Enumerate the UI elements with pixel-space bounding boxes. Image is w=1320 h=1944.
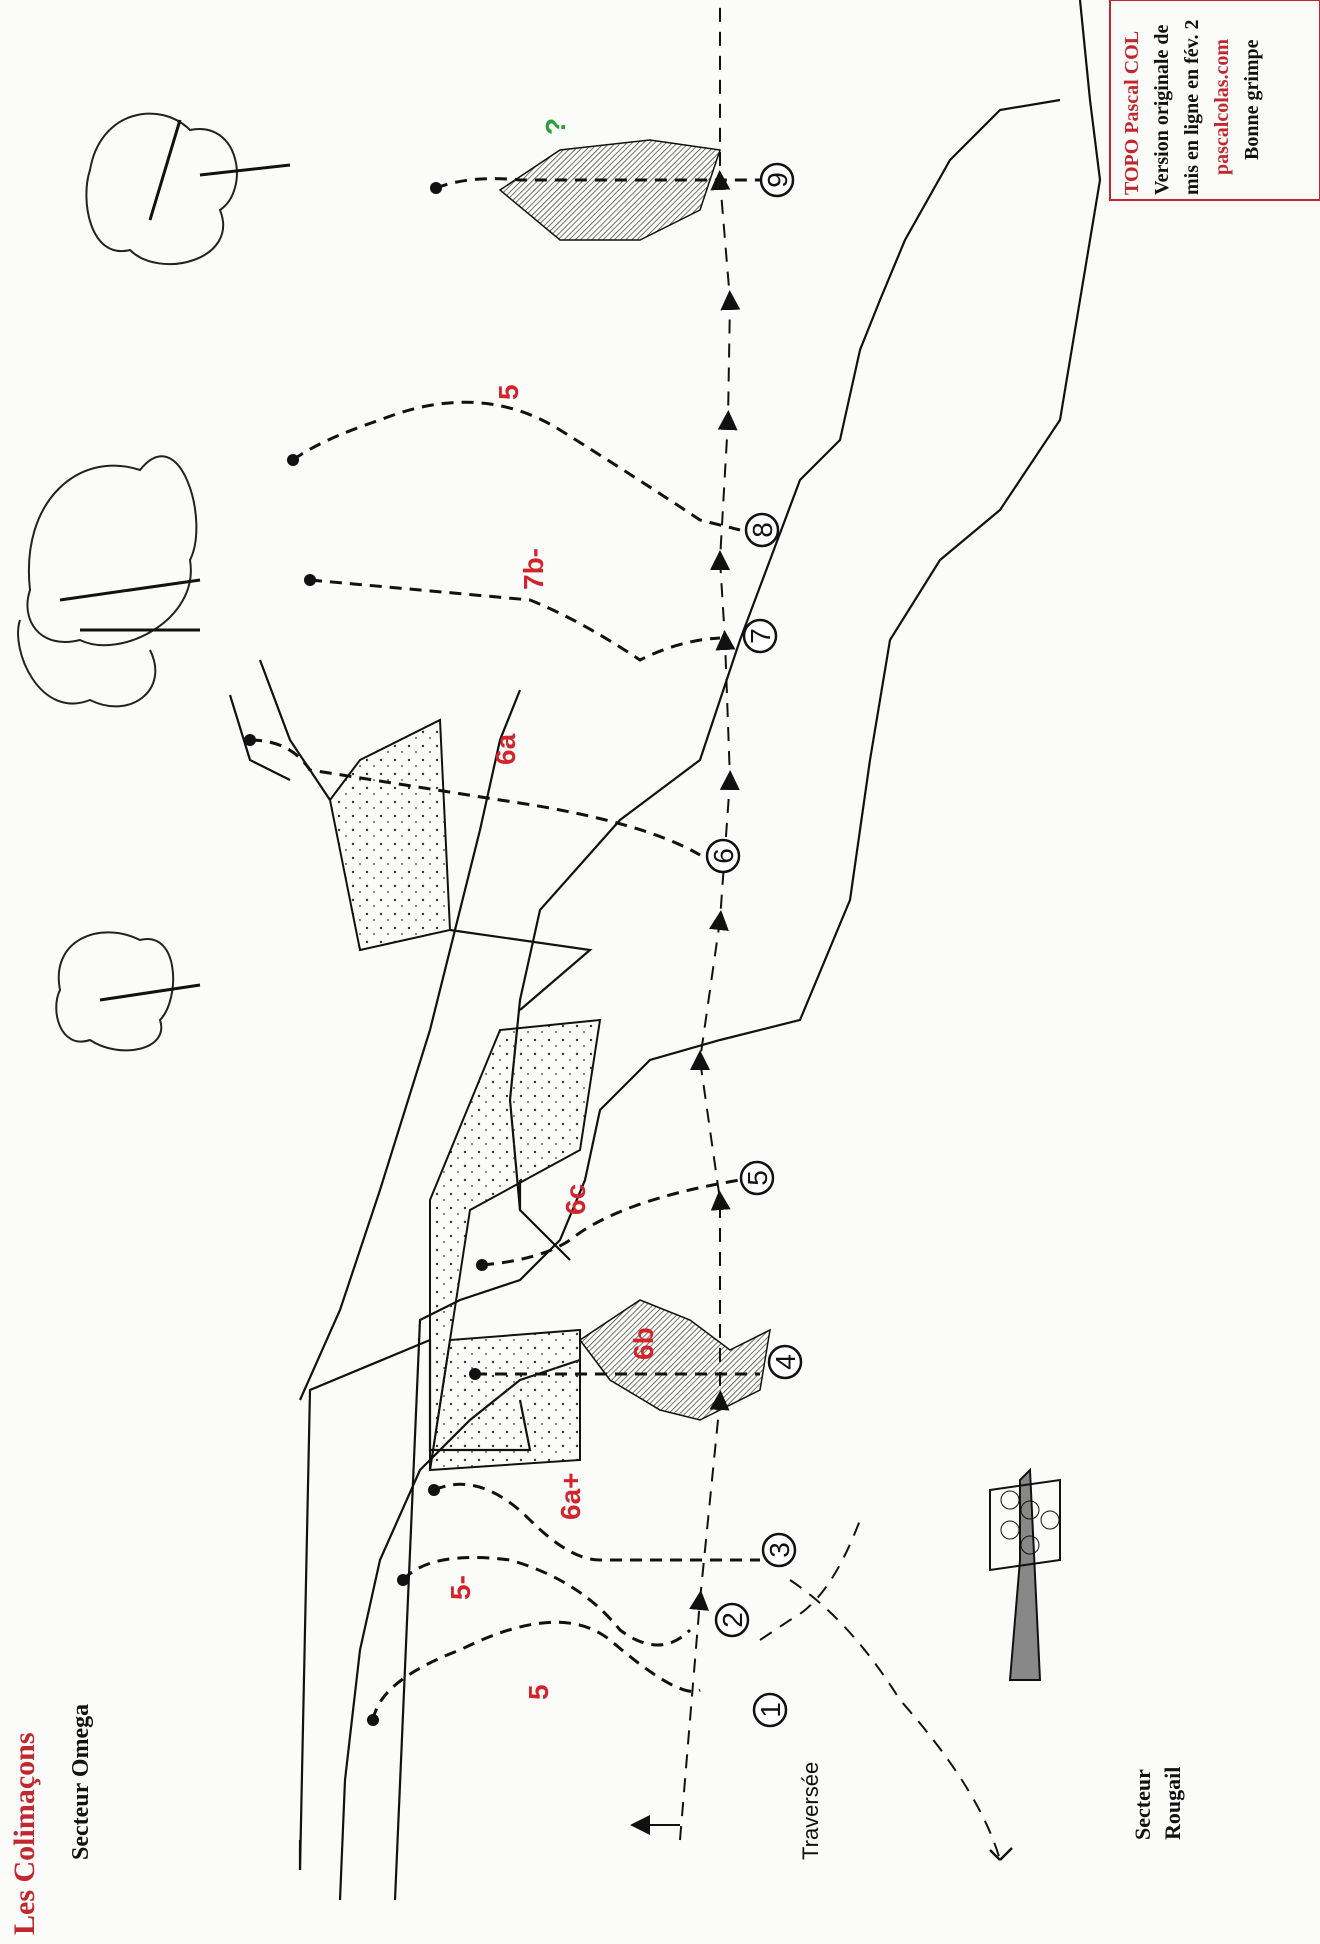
route-3-grade: 6a+ [555, 1473, 586, 1521]
rougail-arrow-icon [990, 1848, 1012, 1860]
credit-line-4: pascalcolas.com [1211, 39, 1233, 175]
route-9-number: 9 [762, 172, 793, 188]
route-1-grade: 5 [523, 1684, 554, 1700]
credit-line-2: Version originale de [1151, 25, 1173, 195]
route-4-number: 4 [770, 1354, 801, 1370]
route-8-anchor [287, 454, 299, 466]
route-6-anchor [244, 734, 256, 746]
route-8-grade: 5 [493, 384, 524, 400]
route-7-anchor [304, 574, 316, 586]
route-9-anchor [430, 182, 442, 194]
credit-line-5: Bonne grimpe [1241, 39, 1263, 160]
route-numbers: 1 2 3 4 5 6 7 8 9 [707, 164, 801, 1726]
route-2-line [403, 1558, 690, 1646]
rock-face [300, 0, 1100, 1900]
route-7-number: 7 [745, 628, 776, 644]
route-6-number: 6 [708, 848, 739, 864]
secteur-rougail-label-2: Rougail [1160, 1767, 1185, 1840]
tree-icons [18, 114, 290, 1051]
route-lines [244, 179, 760, 1726]
traverse-path [680, 0, 730, 1840]
topo-subtitle: Secteur Omega [68, 1704, 94, 1860]
route-3-number: 3 [764, 1542, 795, 1558]
credit-box: TOPO Pascal COL Version originale de mis… [1110, 0, 1320, 200]
stone-wall [990, 1470, 1060, 1680]
tree-icon [86, 114, 290, 264]
route-5-anchor [476, 1259, 488, 1271]
route-8-line [293, 402, 740, 530]
route-1-number: 1 [755, 1702, 786, 1718]
route-3-anchor [428, 1484, 440, 1496]
credit-line-3: mis en ligne en fév. 2 [1181, 19, 1203, 195]
route-8-number: 8 [747, 522, 778, 538]
route-6-grade: 6a [490, 733, 521, 765]
route-7-line [310, 580, 720, 660]
route-4-anchor [469, 1368, 481, 1380]
route-5-number: 5 [742, 1170, 773, 1186]
traverse-label: Traversée [798, 1762, 823, 1860]
tree-icon [56, 932, 200, 1050]
route-4-grade: 6b [628, 1327, 659, 1360]
route-6-line [250, 740, 700, 855]
route-2-grade: 5- [445, 1575, 476, 1600]
route-1-line [373, 1622, 700, 1720]
route-2-anchor [397, 1574, 409, 1586]
route-2-number: 2 [717, 1612, 748, 1628]
route-5-grade: 6c [560, 1184, 591, 1215]
secteur-rougail-label-1: Secteur [1130, 1769, 1155, 1840]
topo-title: Les Colimaçons [8, 1733, 41, 1936]
route-7-grade: 7b- [518, 548, 549, 590]
credit-line-1: TOPO Pascal COL [1121, 31, 1143, 195]
hatched-bulge-9 [500, 140, 720, 240]
route-1-anchor [367, 1714, 379, 1726]
route-9-grade: ? [540, 118, 571, 135]
tree-icon [18, 456, 200, 706]
hatched-bulge-3 [580, 1300, 770, 1420]
